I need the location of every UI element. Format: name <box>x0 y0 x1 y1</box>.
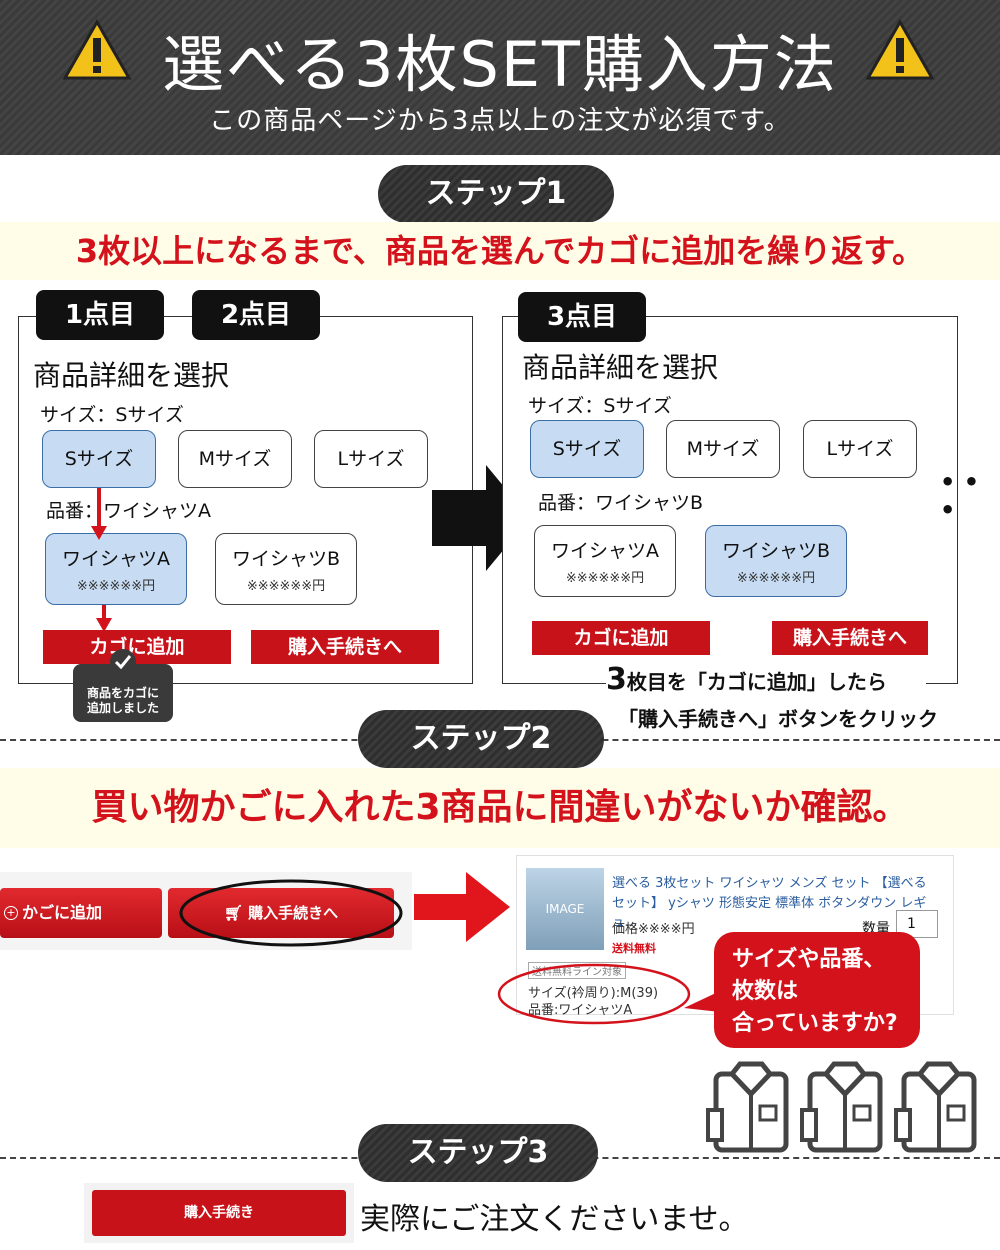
step2-pill: ステップ2 <box>358 710 604 768</box>
product-panel-left <box>18 316 473 684</box>
item-tag-3: 3点目 <box>518 292 646 342</box>
speech-bubble <box>684 932 920 1048</box>
hinban-label: 品番：ワイシャツB <box>538 492 704 514</box>
step1-note-line2: 「購入手続きへ」ボタンをクリック <box>618 707 938 731</box>
size-option-s[interactable]: Sサイズ <box>42 430 156 488</box>
warning-icon <box>62 18 132 80</box>
red-arrow-icon <box>414 872 510 942</box>
bubble-line: サイズや品番、 <box>732 947 886 972</box>
shirt-icon <box>708 1064 786 1150</box>
shipping-line-tag: 送料無料ライン対象 <box>528 962 626 979</box>
page-subtitle: この商品ページから3点以上の注文が必須です。 <box>209 106 791 136</box>
product-price: ※※※※※※円 <box>246 579 326 594</box>
product-image: IMAGE <box>526 868 604 950</box>
step1-note-line1: 3枚目を「カゴに追加」したら <box>606 662 926 697</box>
add-to-cart-button[interactable]: カゴに追加 <box>532 621 710 655</box>
cart-add-label: かごに追加 <box>22 903 103 922</box>
size-option-m[interactable]: Mサイズ <box>666 420 780 478</box>
size-option-l[interactable]: Lサイズ <box>314 430 428 488</box>
panel-title: 商品詳細を選択 <box>522 351 719 384</box>
step3-text: 実際にご注文くださいませ。 <box>360 1202 749 1237</box>
panel-title: 商品詳細を選択 <box>33 359 230 392</box>
checkout-button[interactable]: 購入手続きへ <box>251 630 439 664</box>
checkout-label: 購入手続きへ <box>248 904 339 922</box>
step1-pill: ステップ1 <box>378 165 614 223</box>
qty-input[interactable]: 1 <box>896 910 938 938</box>
note-text: 枚目を「カゴに追加」したら <box>626 670 887 694</box>
step1-banner: 3枚以上になるまで、商品を選んでカゴに追加を繰り返す。 <box>0 222 1000 280</box>
hinban-label: 品番：ワイシャツA <box>46 500 211 522</box>
shirt-icon <box>802 1064 880 1150</box>
shirt-icons <box>700 1058 990 1154</box>
check-icon <box>110 649 136 675</box>
product-option-a[interactable]: ワイシャツA ※※※※※※円 <box>45 533 187 605</box>
bubble-text: サイズや品番、 枚数は 合っていますか? <box>732 944 898 1040</box>
add-to-cart-button[interactable]: カゴに追加 <box>43 630 231 664</box>
product-option-b[interactable]: ワイシャツB ※※※※※※円 <box>705 525 847 597</box>
step3-pill: ステップ3 <box>358 1124 598 1182</box>
cart-add-button[interactable]: かごに追加 <box>0 888 162 938</box>
product-option-a[interactable]: ワイシャツA ※※※※※※円 <box>534 525 676 597</box>
price-label: 価格※※※※円 <box>612 922 695 937</box>
warning-icon <box>865 18 935 80</box>
plus-icon: + <box>4 906 18 920</box>
tooltip-line: 追加しました <box>86 701 159 715</box>
product-price: ※※※※※※円 <box>565 571 645 586</box>
final-checkout-button[interactable]: 購入手続き <box>92 1190 346 1236</box>
size-option-m[interactable]: Mサイズ <box>178 430 292 488</box>
item-tag-1: 1点目 <box>36 290 164 340</box>
ellipsis: • • • <box>940 468 980 524</box>
note-number: 3 <box>606 662 627 697</box>
size-label: サイズ：Sサイズ <box>528 395 672 417</box>
item-tag-2: 2点目 <box>192 290 320 340</box>
bubble-line: 枚数は <box>732 979 799 1004</box>
product-price: ※※※※※※円 <box>76 579 156 594</box>
product-name: ワイシャツA <box>551 540 659 562</box>
product-name: ワイシャツB <box>231 548 341 570</box>
product-title-line1[interactable]: 選べる 3枚セット ワイシャツ メンズ セット 【選べる <box>612 876 927 891</box>
shirt-icon <box>896 1064 974 1150</box>
header-banner <box>0 0 1000 155</box>
product-name: ワイシャツB <box>721 540 831 562</box>
page-title: 選べる3枚SET購入方法 <box>162 28 838 101</box>
product-option-b[interactable]: ワイシャツB ※※※※※※円 <box>215 533 357 605</box>
checkout-button[interactable]: 🛒︎ 購入手続きへ <box>168 888 394 938</box>
product-title-line2[interactable]: セット】 yシャツ 形態安定 標準体 ボタンダウン レギュ... <box>612 896 927 930</box>
bubble-line: 合っていますか? <box>732 1011 898 1036</box>
size-option-l[interactable]: Lサイズ <box>803 420 917 478</box>
size-option-s[interactable]: Sサイズ <box>530 420 644 478</box>
shipping-free: 送料無料 <box>612 942 656 955</box>
size-label: サイズ：Sサイズ <box>40 404 184 426</box>
step2-banner: 買い物かごに入れた3商品に間違いがないか確認。 <box>0 768 1000 848</box>
cart-icon: 🛒︎ <box>223 904 249 922</box>
variant-hinban: 品番:ワイシャツA <box>528 1003 633 1018</box>
product-name: ワイシャツA <box>62 548 170 570</box>
product-price: ※※※※※※円 <box>736 571 816 586</box>
tooltip-line: 商品をカゴに <box>86 686 159 700</box>
checkout-button[interactable]: 購入手続きへ <box>772 621 928 655</box>
